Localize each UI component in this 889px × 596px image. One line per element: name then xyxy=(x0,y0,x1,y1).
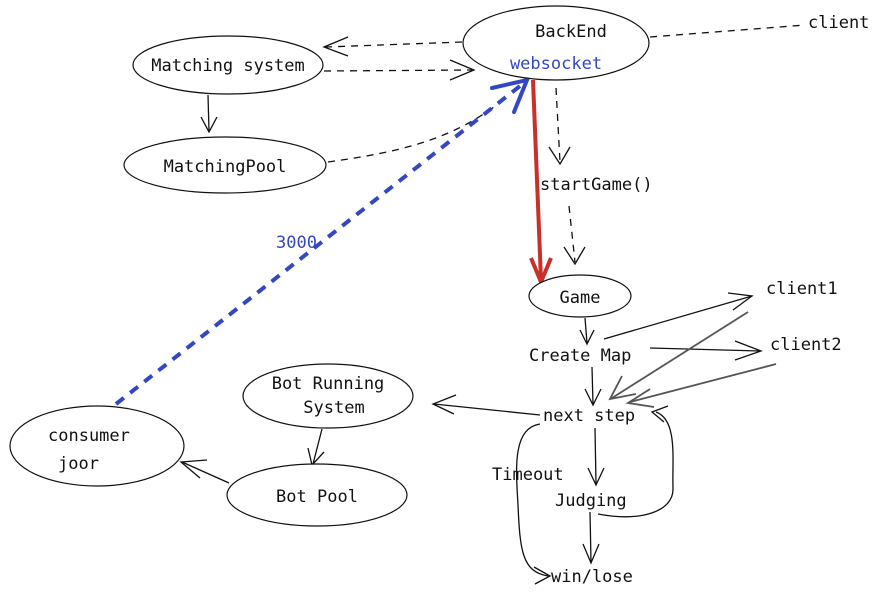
edge-matching-backend xyxy=(323,69,473,72)
edge-judging-winlose xyxy=(589,511,592,563)
backend-label: BackEnd xyxy=(535,22,607,42)
win-lose-label: win/lose xyxy=(551,567,633,587)
next-step-label: next step xyxy=(543,406,635,426)
edge-client-backend xyxy=(649,24,806,38)
node-consumer: consumer joor xyxy=(9,405,185,487)
port-label: 3000 xyxy=(276,233,317,253)
node-matching-pool: MatchingPool xyxy=(123,136,327,194)
edge-client2-nextstep xyxy=(629,363,777,403)
arrowhead xyxy=(200,116,218,134)
create-map-label: Create Map xyxy=(529,346,631,366)
arrowhead xyxy=(584,388,602,407)
edge-matching-pool xyxy=(207,94,210,132)
edge-nextstep-botrunning xyxy=(433,403,541,416)
bot-running-label-line1: Bot Running xyxy=(272,374,385,394)
timeout-label: Timeout xyxy=(492,465,564,485)
arrowhead xyxy=(650,405,669,423)
start-game-label: startGame() xyxy=(540,175,653,195)
bot-running-label-line2: System xyxy=(303,398,364,418)
client2-label: client2 xyxy=(770,335,842,355)
arrowhead-blue xyxy=(490,77,531,114)
edge-backend-matching xyxy=(325,41,463,48)
matching-pool-label: MatchingPool xyxy=(164,157,287,177)
edge-judging-loop xyxy=(597,411,674,518)
edge-createmap-client1 xyxy=(603,295,753,340)
node-backend: BackEnd websocket xyxy=(462,5,650,81)
matching-system-label: Matching system xyxy=(151,56,305,76)
edge-client1-nextstep xyxy=(611,311,749,399)
edge-consumer-websocket xyxy=(114,84,522,406)
arrowhead-gray xyxy=(608,375,637,401)
arrowhead xyxy=(563,246,586,266)
client1-label: client1 xyxy=(766,279,838,299)
game-label: Game xyxy=(560,288,601,308)
edge-createmap-nextstep xyxy=(591,366,594,405)
node-matching-system: Matching system xyxy=(132,35,324,95)
arrowhead xyxy=(449,59,476,81)
arrowhead xyxy=(431,394,457,415)
arrowhead xyxy=(734,340,763,361)
arrowhead xyxy=(587,467,605,487)
arrowhead xyxy=(727,292,754,311)
edge-botrunning-botpool xyxy=(312,428,323,465)
edge-backend-startgame xyxy=(555,87,561,163)
consumer-label-line1: consumer xyxy=(48,426,130,446)
node-bot-running-system: Bot Running System xyxy=(242,363,414,429)
arrowhead xyxy=(322,36,349,57)
arrowhead xyxy=(579,329,595,346)
edge-nextstep-judging xyxy=(594,427,597,485)
edge-createmap-client2 xyxy=(649,347,761,352)
bot-pool-label: Bot Pool xyxy=(276,487,358,507)
arrowhead xyxy=(582,543,600,565)
arrowhead-gray xyxy=(625,388,655,408)
edge-game-createmap xyxy=(584,317,588,344)
arrowhead xyxy=(548,146,571,166)
arrowhead xyxy=(533,566,552,585)
node-game: Game xyxy=(528,274,632,318)
consumer-label-line2: joor xyxy=(58,454,99,474)
client-label: client xyxy=(808,13,869,33)
arrowhead xyxy=(179,459,208,479)
edge-pool-websocket xyxy=(327,103,499,163)
websocket-label: websocket xyxy=(510,54,602,74)
judging-label: Judging xyxy=(555,491,627,511)
edge-botpool-consumer xyxy=(181,461,230,484)
edge-websocket-game xyxy=(531,79,543,281)
node-bot-pool: Bot Pool xyxy=(226,463,408,527)
edge-startgame-game xyxy=(568,205,576,263)
edge-timeout-path xyxy=(515,423,549,577)
